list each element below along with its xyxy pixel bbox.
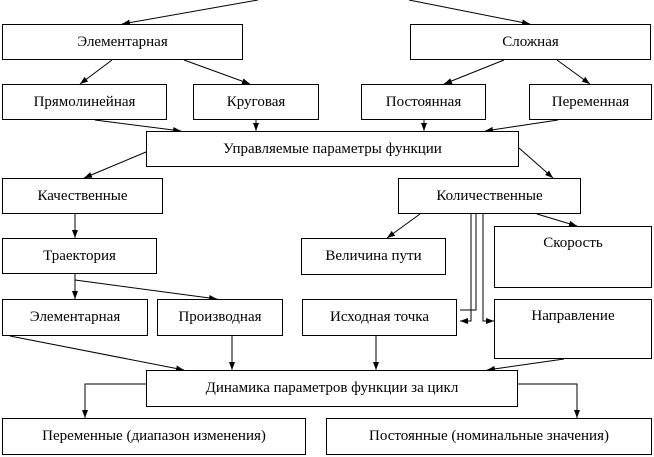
node-elementary-trajectory: Элементарная <box>2 299 148 336</box>
arrow-elementary-to-circular <box>183 59 251 85</box>
arrow-quantitative-to-speed <box>536 213 578 227</box>
arrow-params-to-quantitative <box>518 147 554 179</box>
node-variable-range: Переменные (диапазон изменения) <box>2 418 306 455</box>
node-derivative-trajectory: Производная <box>157 299 283 336</box>
arrow-dynamics-to-variable <box>82 383 146 418</box>
node-trajectory: Траектория <box>2 238 157 274</box>
node-controlled-parameters: Управляемые параметры функции <box>146 131 519 167</box>
node-speed: Скорость <box>494 226 652 288</box>
node-direction: Направление <box>494 299 652 359</box>
node-elementary-motion: Элементарная <box>2 24 243 60</box>
arrow-dynamics-to-constant <box>518 383 580 418</box>
node-constant-nominal: Постоянные (номинальные значения) <box>326 418 652 455</box>
node-quantitative: Количественные <box>398 178 581 214</box>
arrow-params-to-qualitative <box>83 151 147 179</box>
arrow-rectilinear-to-params <box>94 119 182 133</box>
node-start-point: Исходная точка <box>302 299 457 336</box>
arrow-root-to-elementary <box>121 0 259 26</box>
node-path-length: Величина пути <box>301 238 446 275</box>
node-qualitative: Качественные <box>2 178 163 214</box>
arrow-quantitative-to-start-point-b <box>460 214 477 311</box>
arrow-root-to-complex <box>408 0 531 26</box>
arrow-direction-to-dynamics <box>486 358 565 372</box>
node-parameter-dynamics: Динамика параметров функции за цикл <box>146 370 518 407</box>
arrow-trajectory-to-derivative <box>74 279 218 301</box>
arrow-quantitative-to-path <box>386 213 421 239</box>
arrow-complex-to-constant <box>443 59 505 85</box>
arrow-quantitative-to-direction <box>482 214 494 324</box>
arrow-complex-to-variable <box>556 59 591 85</box>
node-constant: Постоянная <box>361 84 486 120</box>
node-variable: Переменная <box>529 84 652 120</box>
arrow-variable-to-params <box>484 119 559 133</box>
node-complex-motion: Сложная <box>410 24 651 60</box>
arrow-quantitative-to-start-point <box>460 214 472 324</box>
node-circular: Круговая <box>193 84 319 120</box>
node-rectilinear: Прямолинейная <box>2 84 167 120</box>
arrow-elementary-to-rectilinear <box>79 59 113 85</box>
arrow-elementary-to-dynamics <box>9 335 185 372</box>
